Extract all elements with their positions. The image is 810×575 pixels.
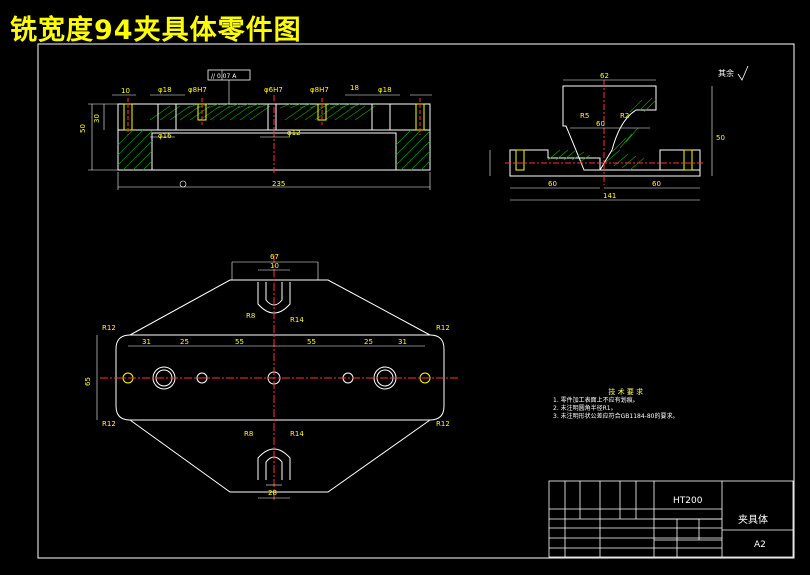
dim-top-31-right: 31: [398, 338, 407, 346]
drawing-title: 铣宽度94夹具体零件图: [10, 15, 302, 46]
front-view-hatch-top: [149, 103, 376, 121]
side-view-base-right: [659, 149, 701, 171]
dim-overall-width: 235: [272, 180, 285, 188]
dim-top-31-left: 31: [142, 338, 151, 346]
dim-top-height: 65: [84, 377, 92, 386]
dim-top-55-right: 55: [307, 338, 316, 346]
dim-side-mid: 60: [596, 120, 605, 128]
side-view: [489, 65, 749, 201]
title-block: [548, 480, 794, 558]
dim-side-overall: 141: [603, 192, 616, 200]
tech-requirement-item: 2. 未注明圆角半径R1。: [553, 405, 617, 412]
dim-top-r14-top: R14: [290, 316, 304, 324]
front-view-pocket-left: [157, 103, 177, 131]
dim-top-25-left: 25: [180, 338, 189, 346]
dim-d12: φ12: [287, 129, 301, 137]
dim-side-r5: R5: [580, 112, 589, 120]
front-view-pin-hole-2: [267, 103, 277, 131]
top-view-upper-lug: [129, 279, 431, 336]
drawing-border: [37, 43, 795, 559]
dim-d18-right: φ18: [378, 86, 392, 94]
top-view-hole-3: [196, 372, 208, 384]
tech-requirements-heading: 技 术 要 求: [608, 388, 644, 396]
title-block-text: HT200 夹具体 A2: [673, 496, 768, 550]
tolerance-frame-text: // 0.07 A: [211, 73, 237, 80]
dim-top-r12-br: R12: [436, 420, 450, 428]
dim-height-left: 50: [79, 124, 87, 133]
dim-w18: 18: [350, 84, 359, 92]
datum-a-symbol: [179, 180, 187, 188]
front-view-pocket-right: [371, 103, 391, 131]
dim-top-r8-top: R8: [246, 312, 255, 320]
dim-side-right: 60: [652, 180, 661, 188]
side-view-upright: [562, 85, 657, 171]
dim-side-r2: R2: [620, 112, 629, 120]
dim-d16: φ16: [158, 132, 172, 140]
title-block-material: HT200: [673, 496, 703, 506]
dim-side-left: 60: [548, 180, 557, 188]
top-view: [96, 255, 460, 500]
top-view-dim-labels: 31 25 55 55 25 31 65 67 10 28 R12 R12 R1…: [84, 253, 450, 497]
front-view-hatch-right: [395, 129, 431, 171]
dim-top-slot-bottom: 28: [268, 489, 277, 497]
dim-top-r12-bl: R12: [102, 420, 116, 428]
front-view-dim-labels: 235 50 30 φ18 φ8H7 φ6H7 φ8H7 φ18 φ16 φ12…: [79, 73, 392, 188]
roughness-symbol: [737, 65, 749, 81]
dim-top-55-left: 55: [235, 338, 244, 346]
title-block-sheet-size: A2: [754, 540, 766, 550]
dim-side-top: 62: [600, 72, 609, 80]
dim-side-height: 50: [716, 134, 725, 142]
dim-d8h7-b: φ8H7: [310, 86, 329, 94]
front-view-hatch-left: [117, 129, 153, 171]
front-view: [88, 69, 432, 190]
side-view-hole-left: [515, 149, 525, 171]
side-view-hatch: [547, 97, 657, 171]
dim-top-25-right: 25: [364, 338, 373, 346]
tech-requirement-item: 3. 未注明形状公差应符合GB1184-80的要求。: [553, 413, 679, 420]
side-view-dim-labels: 62 60 60 60 141 50 R5 R2 其余: [548, 68, 734, 200]
top-view-lower-lug: [129, 419, 431, 493]
title-block-part-name: 夹具体: [738, 513, 768, 526]
dim-top-slot-width: 67: [270, 253, 279, 261]
dim-top-r12-tr: R12: [436, 324, 450, 332]
dim-height-inner: 30: [93, 114, 101, 123]
dim-top-slot-inner: 10: [270, 262, 279, 270]
dim-d18-left: φ18: [158, 86, 172, 94]
dim-d6h7: φ6H7: [264, 86, 283, 94]
dim-w10: 10: [121, 87, 130, 95]
tech-requirement-item: 1. 零件加工表面上不应有划痕。: [553, 397, 639, 404]
roughness-note: 其余: [718, 68, 734, 78]
side-view-hole-right: [683, 149, 693, 171]
dim-top-r14-bottom: R14: [290, 430, 304, 438]
dim-top-r12-tl: R12: [102, 324, 116, 332]
dim-d8h7: φ8H7: [188, 86, 207, 94]
technical-requirements: 技 术 要 求 1. 零件加工表面上不应有划痕。 2. 未注明圆角半径R1。 3…: [553, 388, 678, 421]
side-view-base: [509, 149, 701, 177]
dim-top-r8-bottom: R8: [244, 430, 253, 438]
